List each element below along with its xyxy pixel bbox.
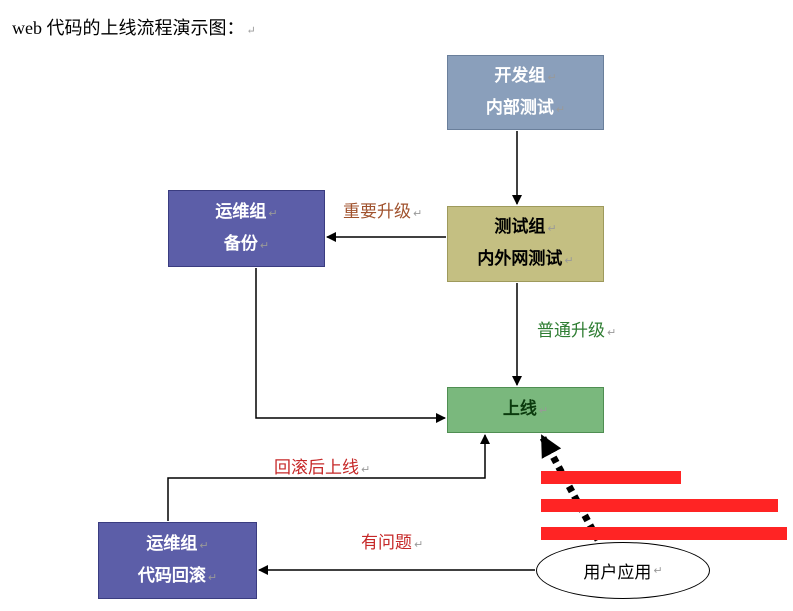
- node-online: 上线↵: [447, 387, 604, 433]
- edge-label-has-problem: 有问题↵: [361, 533, 424, 553]
- edge-user-to-online: [538, 434, 602, 542]
- node-ops-backup: 运维组↵ 备份↵: [168, 190, 325, 267]
- redaction-bar: [541, 499, 778, 512]
- node-label: 运维组: [215, 201, 267, 222]
- node-label: 用户应用: [583, 563, 652, 583]
- node-ops-rollback: 运维组↵ 代码回滚↵: [98, 522, 257, 599]
- edge-label-normal-upgrade: 普通升级↵: [537, 321, 617, 341]
- node-label: 测试组: [494, 217, 546, 237]
- node-label: 代码回滚: [137, 565, 206, 586]
- node-dev-internal-test: 开发组↵ 内部测试↵: [447, 55, 604, 130]
- node-user-app: 用户应用↵: [536, 542, 710, 599]
- redaction-bar: [541, 527, 787, 540]
- node-label: 内部测试: [485, 97, 554, 118]
- redaction-bar: [541, 471, 681, 484]
- node-test-group: 测试组↵ 内外网测试↵: [447, 206, 604, 282]
- edge-label-rollback-online: 回滚后上线↵: [274, 458, 371, 478]
- node-label: 备份: [223, 233, 258, 254]
- node-label: 运维组: [146, 533, 198, 554]
- node-label: 上线: [502, 399, 537, 419]
- node-label: 开发组: [494, 65, 546, 86]
- node-label: 内外网测试: [477, 249, 563, 269]
- edge-rollback-to-online: [167, 434, 490, 521]
- page-title: web 代码的上线流程演示图：↵: [12, 18, 256, 38]
- paragraph-mark: ↵: [246, 25, 256, 37]
- edge-label-major-upgrade: 重要升级↵: [343, 202, 423, 222]
- edge-backup-to-online: [255, 268, 446, 423]
